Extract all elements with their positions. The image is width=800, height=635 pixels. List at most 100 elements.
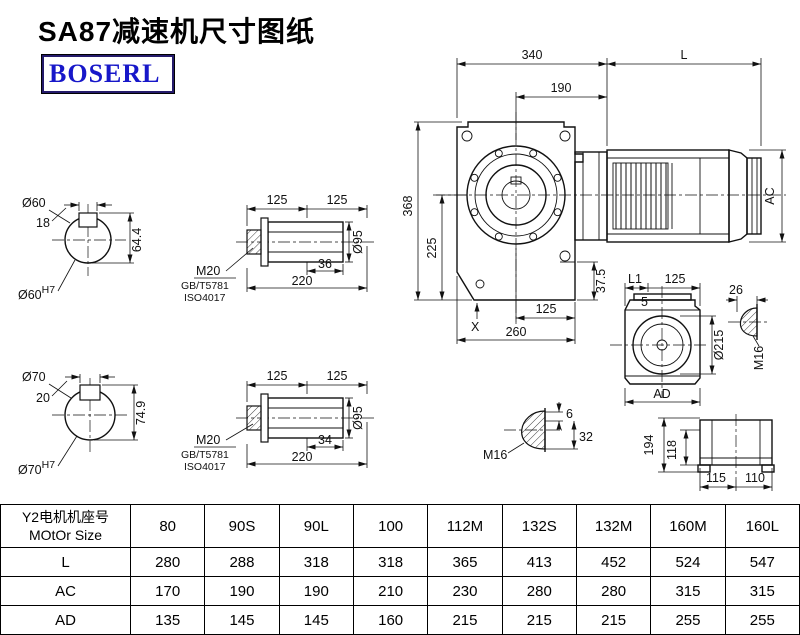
dim-s70-height: 74.9	[134, 401, 148, 425]
dim-h2-125b: 125	[327, 369, 348, 383]
dim-h1-220: 220	[292, 274, 313, 288]
motor-size-header-cn: Y2电机机座号	[21, 509, 110, 525]
table-cell: 255	[650, 605, 726, 635]
table-cell: 210	[352, 576, 429, 606]
column-header: 100	[352, 504, 429, 548]
fan-cover	[746, 157, 762, 235]
dim-h1-m20: M20	[196, 264, 220, 278]
dim-s70-bore-tol: H7	[42, 459, 56, 471]
row-label: L	[0, 547, 131, 577]
dim-h2-34: 34	[318, 433, 332, 447]
dim-plug-6: 6	[566, 407, 573, 421]
dim-plug-32: 32	[579, 430, 593, 444]
shaft70-key	[79, 384, 101, 401]
page-title: SA87减速机尺寸图纸	[38, 16, 316, 47]
brand-logo-text: BOSERL	[49, 59, 161, 88]
plug-detail: 6 32 M16	[483, 402, 593, 462]
dim-AD: AD	[653, 387, 670, 401]
table-cell: 160	[352, 605, 429, 635]
table-cell: 215	[427, 605, 503, 635]
dim-h2-iso: ISO4017	[184, 461, 226, 473]
table-cell: 215	[501, 605, 577, 635]
front-view: 340 L 190 368 225 37.5 125	[401, 48, 786, 344]
row-label: AC	[0, 576, 131, 606]
side-view: L1 125 5 Ø215 AD 26 M16	[610, 272, 770, 406]
dim-s60-bore-tol: H7	[42, 284, 56, 296]
table-cell: 280	[129, 547, 206, 577]
dim-s70-bore-main: Ø70	[18, 463, 42, 477]
table-cell: 255	[724, 605, 800, 635]
table-cell: 280	[575, 576, 652, 606]
dim-side-125: 125	[665, 272, 686, 286]
dim-h2-m20: M20	[196, 433, 220, 447]
motor-size-header-en: MOtOr Size	[28, 527, 103, 543]
dim-side-5: 5	[641, 295, 648, 309]
dim-37-5: 37.5	[594, 269, 608, 293]
table-cell: 135	[129, 605, 206, 635]
drawing-sheet: 18 64.4 Ø60 Ø60H7 20 74.9	[0, 16, 800, 635]
shaft-end-view-60: 18 64.4 Ø60 Ø60H7	[18, 196, 144, 302]
row-label: AD	[0, 605, 131, 635]
shaft60-key	[78, 212, 98, 228]
motor-adapter	[574, 151, 608, 241]
dim-190: 190	[551, 81, 572, 95]
column-header: 112M	[427, 504, 503, 548]
table-cell: 365	[427, 547, 503, 577]
dimension-table: Y2电机机座号 MOtOr Size 80 90S 90L 100 112M 1…	[0, 504, 800, 635]
bottom-right-view: 194 118 115 110	[642, 414, 775, 491]
dim-h2-125a: 125	[267, 369, 288, 383]
table-row-AC: AC 170 190 190 210 230 280 280 315 315	[0, 576, 800, 606]
table-cell: 318	[352, 547, 429, 577]
shaft-end-view-70: 20 74.9 Ø70 Ø70H7	[18, 370, 148, 477]
dim-s60-height: 64.4	[130, 228, 144, 252]
table-cell: 230	[427, 576, 503, 606]
dim-s60-dia: Ø60	[22, 196, 46, 210]
table-cell: 170	[129, 576, 206, 606]
dim-AC: AC	[763, 187, 777, 204]
bolt-circle	[474, 153, 558, 237]
dim-225: 225	[425, 238, 439, 259]
column-header: 132S	[501, 504, 577, 548]
dim-h2-dia95: Ø95	[351, 406, 365, 430]
dim-h1-125a: 125	[267, 193, 288, 207]
table-row-L: L 280 288 318 318 365 413 452 524 547	[0, 547, 800, 577]
dim-s70-bore: Ø70H7	[18, 459, 55, 477]
column-header: 80	[129, 504, 206, 548]
motor-stator-fins	[612, 162, 669, 230]
dim-s60-bore: Ø60H7	[18, 284, 55, 302]
dim-115: 115	[706, 471, 726, 485]
dim-340: 340	[522, 48, 543, 62]
column-header: 90L	[278, 504, 354, 548]
output-bore-circle	[501, 180, 531, 210]
housing-foot-left	[697, 464, 711, 473]
table-cell: 280	[501, 576, 577, 606]
table-cell: 452	[575, 547, 652, 577]
column-header: 132M	[575, 504, 652, 548]
hollow-shaft-detail-2: 125 125 34 220 Ø95 M20 GB/T5781 ISO4017	[181, 369, 374, 473]
bolt-head1	[246, 229, 262, 255]
motor-endbell	[728, 149, 748, 243]
table-cell: 190	[278, 576, 354, 606]
housing-foot-right	[761, 464, 775, 473]
flange-spigot-circle	[485, 164, 547, 226]
technical-drawing: 18 64.4 Ø60 Ø60H7 20 74.9	[18, 48, 786, 491]
dim-s70-key-width: 20	[36, 391, 50, 405]
label-X: X	[471, 320, 480, 334]
table-cell: 413	[501, 547, 577, 577]
hollow-shaft-detail-1: 125 125 36 220 Ø95 M20 GB/T5781 ISO4017	[181, 193, 374, 304]
column-header: 160M	[650, 504, 726, 548]
table-cell: 318	[278, 547, 354, 577]
dim-L: L	[681, 48, 688, 62]
brand-logo: BOSERL	[42, 55, 174, 93]
column-header: 90S	[204, 504, 280, 548]
dim-h1-36: 36	[318, 257, 332, 271]
table-cell: 190	[204, 576, 280, 606]
bore-keyway	[510, 176, 522, 185]
column-header: 160L	[724, 504, 800, 548]
dim-26: 26	[729, 283, 743, 297]
dim-125-front: 125	[536, 302, 557, 316]
dim-side-m16: M16	[752, 346, 766, 370]
gearbox-body	[456, 121, 584, 301]
dim-s60-key-width: 18	[36, 216, 50, 230]
table-cell: 288	[204, 547, 280, 577]
